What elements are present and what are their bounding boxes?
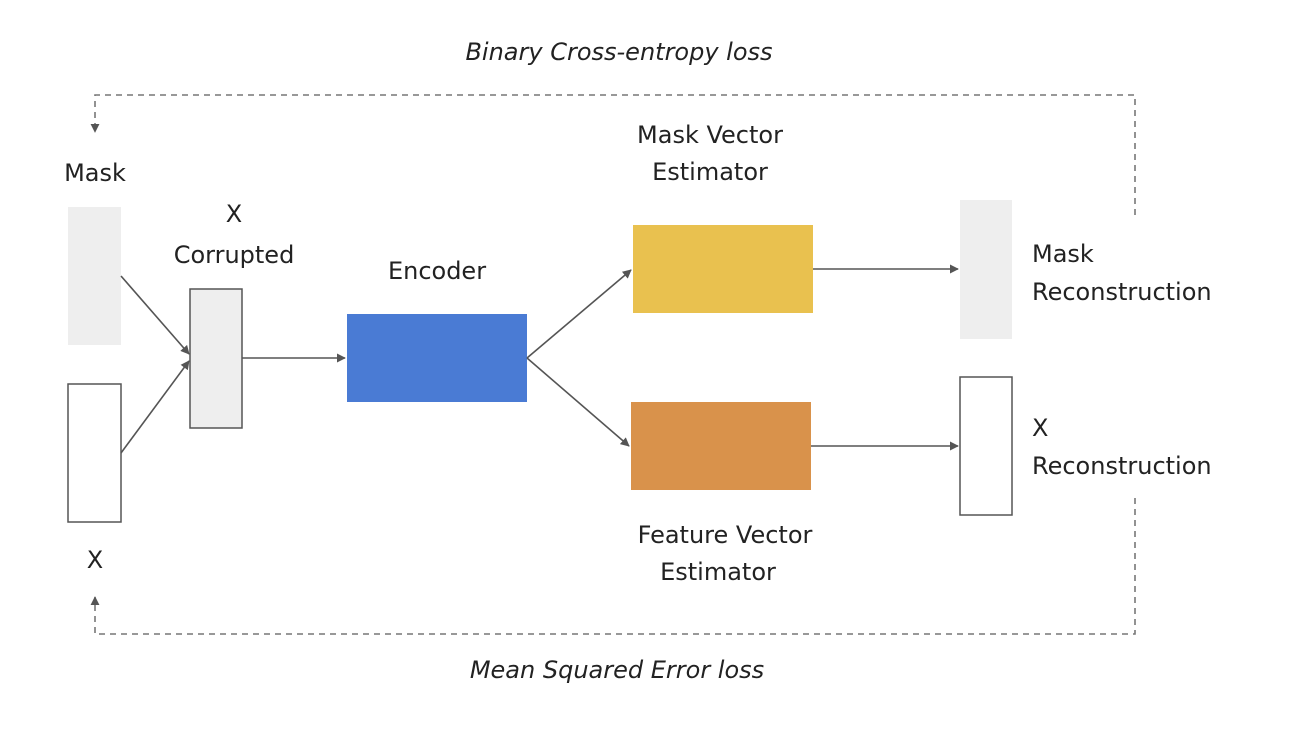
top-loss-label: Binary Cross-entropy loss xyxy=(465,38,772,66)
mask-reconstruction-label-line2: Reconstruction xyxy=(1032,278,1212,306)
encoder-label: Encoder xyxy=(388,257,486,285)
x-vector xyxy=(67,383,122,523)
bottom-loss-label: Mean Squared Error loss xyxy=(470,656,764,684)
mask-vector xyxy=(68,207,121,345)
arrow-mask-to-corrupted xyxy=(120,275,190,355)
x-corrupted-label-line1: X xyxy=(226,200,242,228)
mask-reconstruction-vector xyxy=(960,200,1012,339)
mask-estimator-label-line2: Estimator xyxy=(652,158,768,186)
x-reconstruction-vector xyxy=(959,376,1013,516)
feature-estimator-block xyxy=(631,402,811,490)
mask-label: Mask xyxy=(64,159,126,187)
mask-estimator-label-line1: Mask Vector xyxy=(637,121,783,149)
arrow-x-to-corrupted xyxy=(120,360,190,454)
x-reconstruction-label-line1: X xyxy=(1032,414,1048,442)
mask-estimator-block xyxy=(633,225,813,313)
encoder-block xyxy=(347,314,527,402)
feature-estimator-label-line2: Estimator xyxy=(660,558,776,586)
mask-reconstruction-label-line1: Mask xyxy=(1032,240,1094,268)
feature-estimator-label-line1: Feature Vector xyxy=(638,521,813,549)
x-corrupted-label-line2: Corrupted xyxy=(174,241,295,269)
arrow-encoder-to-mask-estimator xyxy=(526,269,632,359)
arrow-encoder-to-feature-estimator xyxy=(526,357,630,447)
x-corrupted-vector xyxy=(189,288,243,429)
mse-loss-path xyxy=(90,498,1136,635)
bce-loss-path xyxy=(90,94,1136,215)
x-reconstruction-label-line2: Reconstruction xyxy=(1032,452,1212,480)
x-label: X xyxy=(87,546,103,574)
